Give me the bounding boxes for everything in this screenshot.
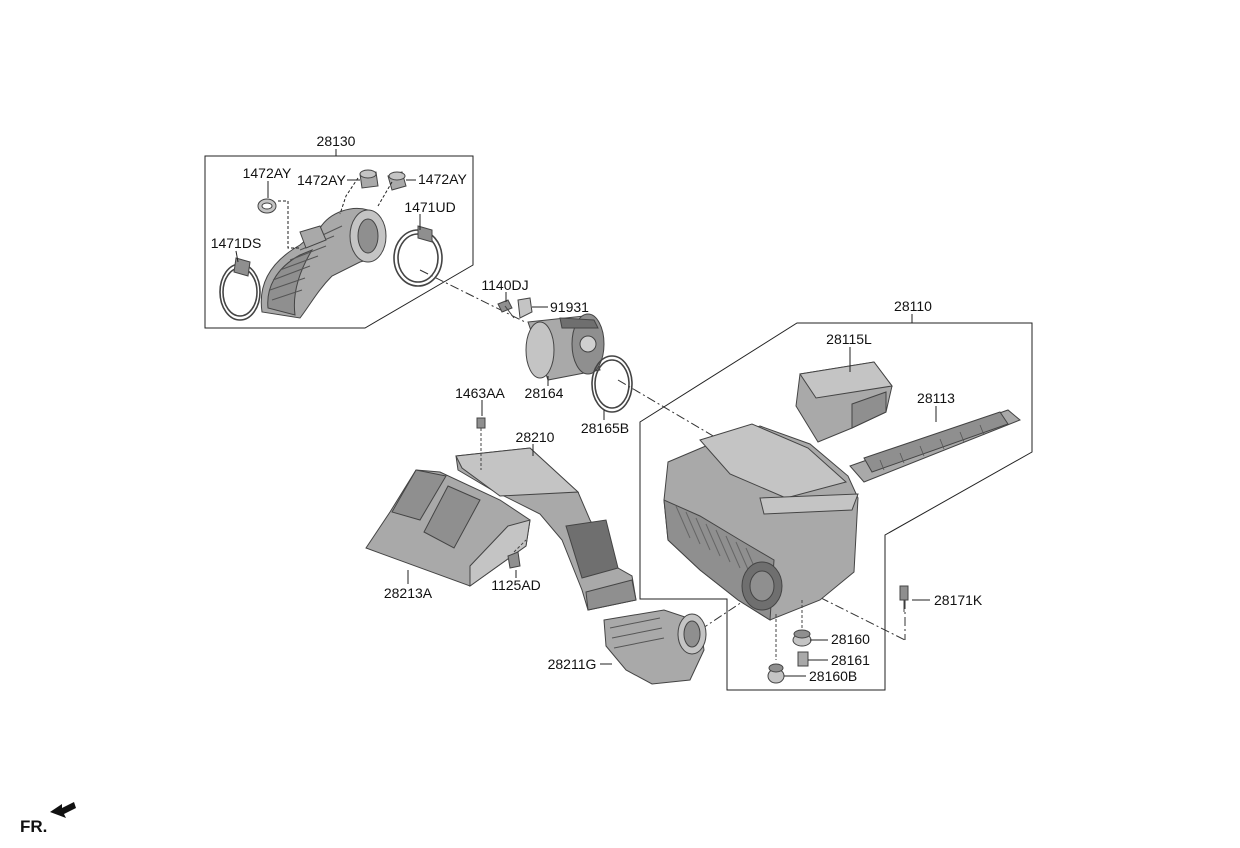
intake-hose-28130 — [260, 207, 387, 319]
label-28213A: 28213A — [384, 585, 433, 601]
label-28160: 28160 — [831, 631, 870, 647]
collar-28161 — [797, 651, 809, 667]
clamp-1472AY-mid — [359, 169, 379, 189]
label-28165B: 28165B — [581, 420, 629, 436]
label-28161: 28161 — [831, 652, 870, 668]
label-28110: 28110 — [894, 298, 932, 314]
label-1463AA: 1463AA — [455, 385, 505, 401]
bolt-1140DJ — [497, 299, 515, 319]
air-guide-28213A — [365, 469, 531, 587]
bolt-28171K — [899, 585, 909, 612]
label-28160B: 28160B — [809, 668, 857, 684]
front-direction-label: FR. — [20, 817, 47, 836]
hose-clamp-1471DS — [219, 257, 261, 321]
cover-28115L — [795, 361, 893, 443]
air-flow-sensor-28164 — [525, 313, 605, 381]
label-28211G: 28211G — [548, 656, 597, 672]
label-28210: 28210 — [516, 429, 555, 445]
front-arrow-icon — [50, 802, 76, 818]
label-1471DS: 1471DS — [211, 235, 262, 251]
group-frame-28110 — [639, 322, 1033, 691]
bolt-1125AD — [507, 539, 527, 569]
label-1125AD: 1125AD — [491, 577, 541, 593]
label-28171K: 28171K — [934, 592, 983, 608]
label-91931: 91931 — [550, 299, 589, 315]
label-1472AY-left: 1472AY — [243, 165, 292, 181]
label-1472AY-mid: 1472AY — [297, 172, 346, 188]
group-frame-28130 — [204, 155, 474, 329]
hose-clamp-1471UD — [393, 225, 443, 287]
clip-1463AA — [476, 417, 486, 470]
label-28115L: 28115L — [826, 331, 872, 347]
clamp-1472AY-right — [387, 171, 407, 191]
clamp-1472AY-left — [257, 198, 277, 214]
bracket-91931 — [517, 297, 533, 319]
filter-element-28113 — [849, 409, 1021, 483]
intake-duct-28210 — [455, 447, 637, 611]
label-1472AY-right: 1472AY — [418, 171, 467, 187]
air-cleaner-body-28110 — [663, 423, 859, 621]
label-28130: 28130 — [317, 133, 356, 149]
seal-ring-28165B — [591, 355, 633, 413]
mount-28160B — [767, 663, 785, 684]
label-28164: 28164 — [525, 385, 564, 401]
label-1140DJ: 1140DJ — [481, 277, 528, 293]
leader-lines — [235, 179, 937, 677]
mount-28160 — [792, 629, 812, 647]
intake-elbow-28211G — [603, 609, 707, 685]
label-1471UD: 1471UD — [404, 199, 455, 215]
label-28113: 28113 — [917, 390, 955, 406]
